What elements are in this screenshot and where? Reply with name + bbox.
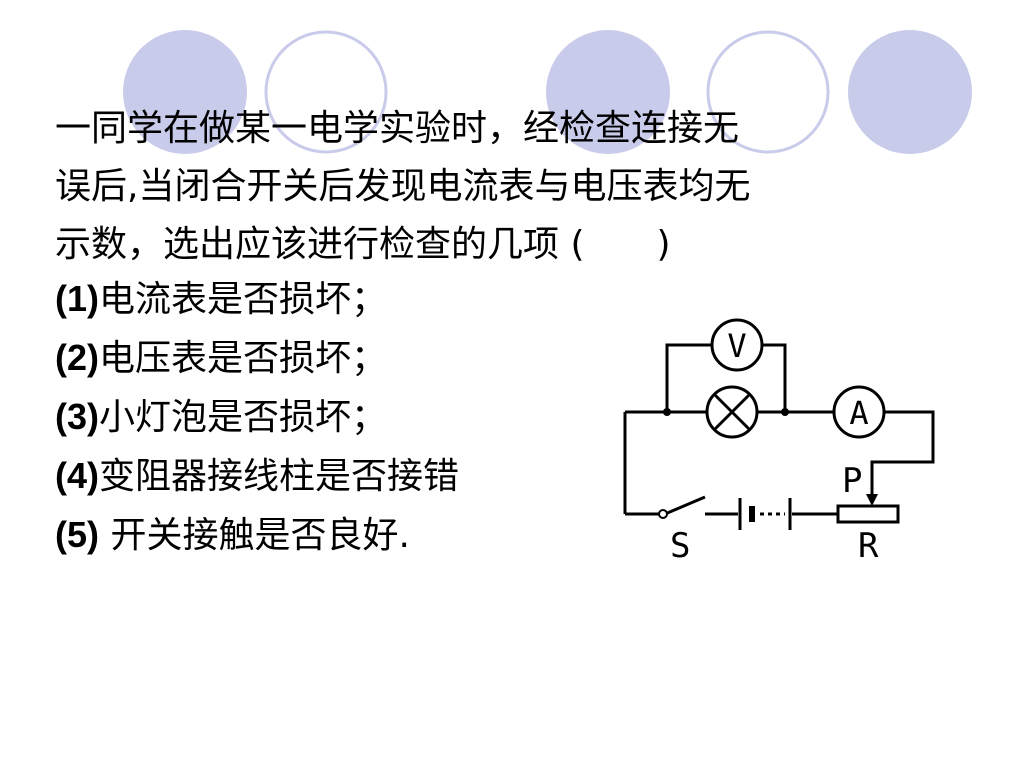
option-text: 小灯泡是否损坏； <box>99 397 388 438</box>
option-text: 变阻器接线柱是否接错 <box>99 456 460 497</box>
question-line-3: 示数，选出应该进行检查的几项 ( ) <box>55 224 671 265</box>
junction-dot-right <box>781 408 789 416</box>
switch-label: S <box>670 526 690 566</box>
option-text: 电流表是否损坏； <box>99 279 388 320</box>
voltmeter-wire-right <box>762 343 787 412</box>
options-list: (1)电流表是否损坏； (2)电压表是否损坏； (3)小灯泡是否损坏； (4)变… <box>55 270 459 565</box>
voltmeter-label: V <box>727 327 746 365</box>
question-text: 一同学在做某一电学实验时，经检查连接无 误后,当闭合开关后发现电流表与电压表均无… <box>55 100 1000 274</box>
decorative-circles <box>123 30 972 154</box>
option-number: (2) <box>55 337 99 378</box>
option-item-4: (4)变阻器接线柱是否接错 <box>55 447 459 506</box>
voltmeter-wire <box>665 343 712 412</box>
ammeter-label: A <box>849 394 868 432</box>
option-item-3: (3)小灯泡是否损坏； <box>55 388 459 447</box>
deco-circle-outline-2 <box>706 30 830 154</box>
deco-circle-outline-1 <box>264 30 388 154</box>
wire-ammeter-to-slider <box>870 410 935 497</box>
ammeter-icon <box>832 385 886 439</box>
switch-pivot <box>658 509 668 519</box>
circuit-diagram: V A P S R <box>623 318 935 566</box>
deco-circle-filled-2 <box>546 30 670 154</box>
slider-arrow-icon <box>866 494 878 506</box>
question-line-2: 误后,当闭合开关后发现电流表与电压表均无 <box>55 166 751 207</box>
junction-dot-left <box>663 408 671 416</box>
question-line-1: 一同学在做某一电学实验时，经检查连接无 <box>55 108 740 149</box>
option-item-5: (5) 开关接触是否良好. <box>55 506 459 565</box>
option-item-1: (1)电流表是否损坏； <box>55 270 459 329</box>
option-number: (5) <box>55 514 99 555</box>
option-number: (3) <box>55 396 99 437</box>
voltmeter-icon <box>710 318 764 372</box>
option-text: 开关接触是否良好. <box>99 515 410 556</box>
deco-circle-filled-3 <box>848 30 972 154</box>
deco-circle-filled-1 <box>123 30 247 154</box>
slider-label: P <box>842 461 862 501</box>
option-item-2: (2)电压表是否损坏； <box>55 329 459 388</box>
option-number: (1) <box>55 278 99 319</box>
resistor-label: R <box>858 526 879 566</box>
switch-blade <box>664 495 706 516</box>
option-text: 电压表是否损坏； <box>99 338 388 379</box>
option-number: (4) <box>55 455 99 496</box>
rheostat-body <box>836 504 900 524</box>
